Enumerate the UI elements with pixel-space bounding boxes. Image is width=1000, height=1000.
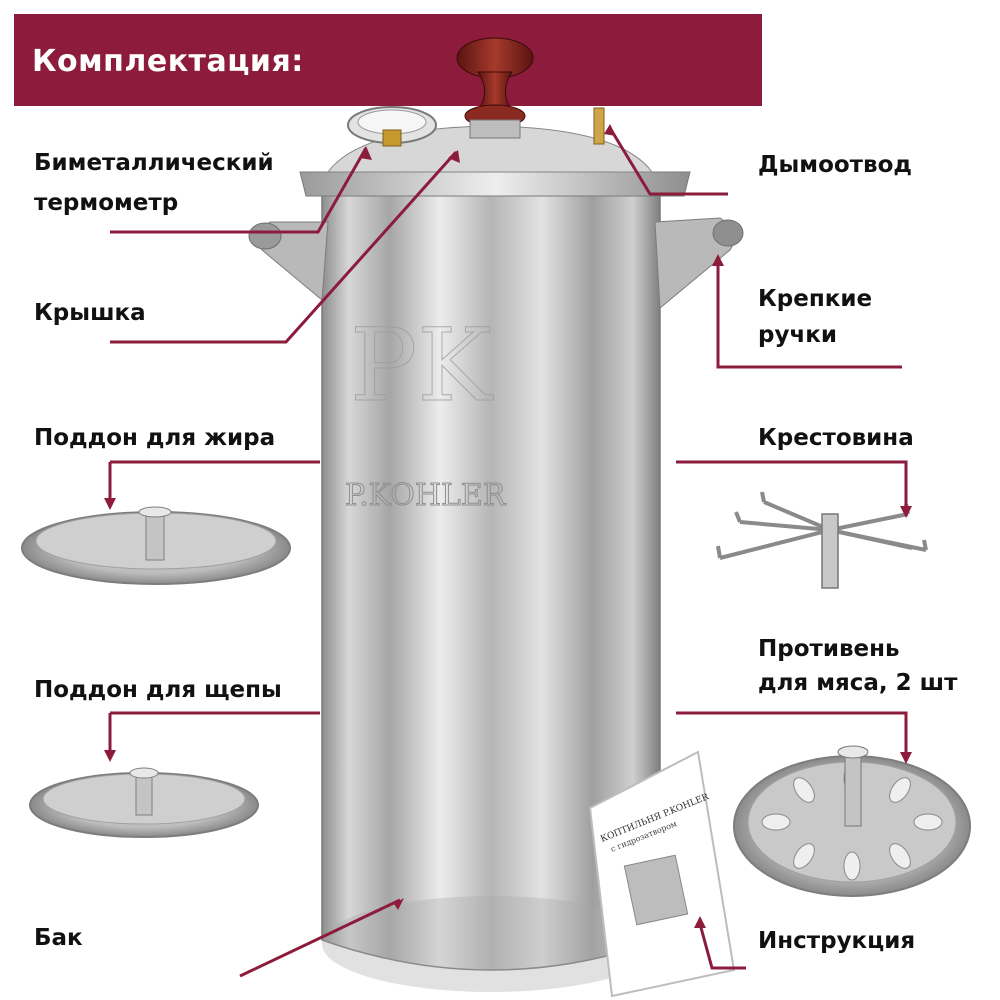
label-chip-tray: Поддон для щепы bbox=[34, 677, 282, 703]
cross-image bbox=[716, 491, 928, 589]
tank-body: P.KOHLER PK bbox=[321, 181, 661, 992]
label-handles-line2: ручки bbox=[758, 322, 837, 349]
label-grease-tray: Поддон для жира bbox=[34, 425, 276, 451]
label-smoke-outlet: Дымоотвод bbox=[758, 152, 912, 178]
label-thermometer: Биметаллический термометр bbox=[34, 150, 274, 217]
chip-tray-image bbox=[29, 767, 259, 838]
smoke-outlet-pipe bbox=[593, 107, 605, 145]
label-thermometer-line1: Биметаллический bbox=[34, 150, 274, 176]
label-tank: Бак bbox=[34, 925, 83, 951]
leader-arrowheads bbox=[104, 124, 912, 928]
meat-tray-image bbox=[733, 745, 971, 897]
label-lid: Крышка bbox=[34, 300, 146, 326]
leader-lines bbox=[108, 127, 908, 978]
grease-tray-image bbox=[21, 506, 291, 585]
brand-engraving: P.KOHLER bbox=[345, 478, 507, 513]
label-meat-tray-line2: для мяса, 2 шт bbox=[758, 670, 958, 697]
label-meat-tray: Противень для мяса, 2 шт bbox=[758, 636, 957, 697]
thermometer-dial bbox=[347, 106, 437, 147]
manual-booklet-image: КОПТИЛЬНЯ P.KOHLER с гидрозатвором bbox=[588, 750, 736, 998]
label-handles: Крепкие ручки bbox=[758, 286, 872, 349]
label-thermometer-line2: термометр bbox=[34, 190, 179, 217]
handle-left bbox=[248, 221, 329, 302]
header-banner: Комплектация: bbox=[14, 14, 762, 106]
page-title: Комплектация: bbox=[32, 44, 304, 79]
label-handles-line1: Крепкие bbox=[758, 286, 873, 312]
label-meat-tray-line1: Противень bbox=[758, 636, 900, 662]
label-manual: Инструкция bbox=[758, 928, 916, 954]
handle-right bbox=[654, 217, 744, 310]
label-cross: Крестовина bbox=[758, 425, 914, 451]
wooden-knob bbox=[456, 37, 534, 139]
monogram-engraving: PK bbox=[350, 307, 494, 424]
